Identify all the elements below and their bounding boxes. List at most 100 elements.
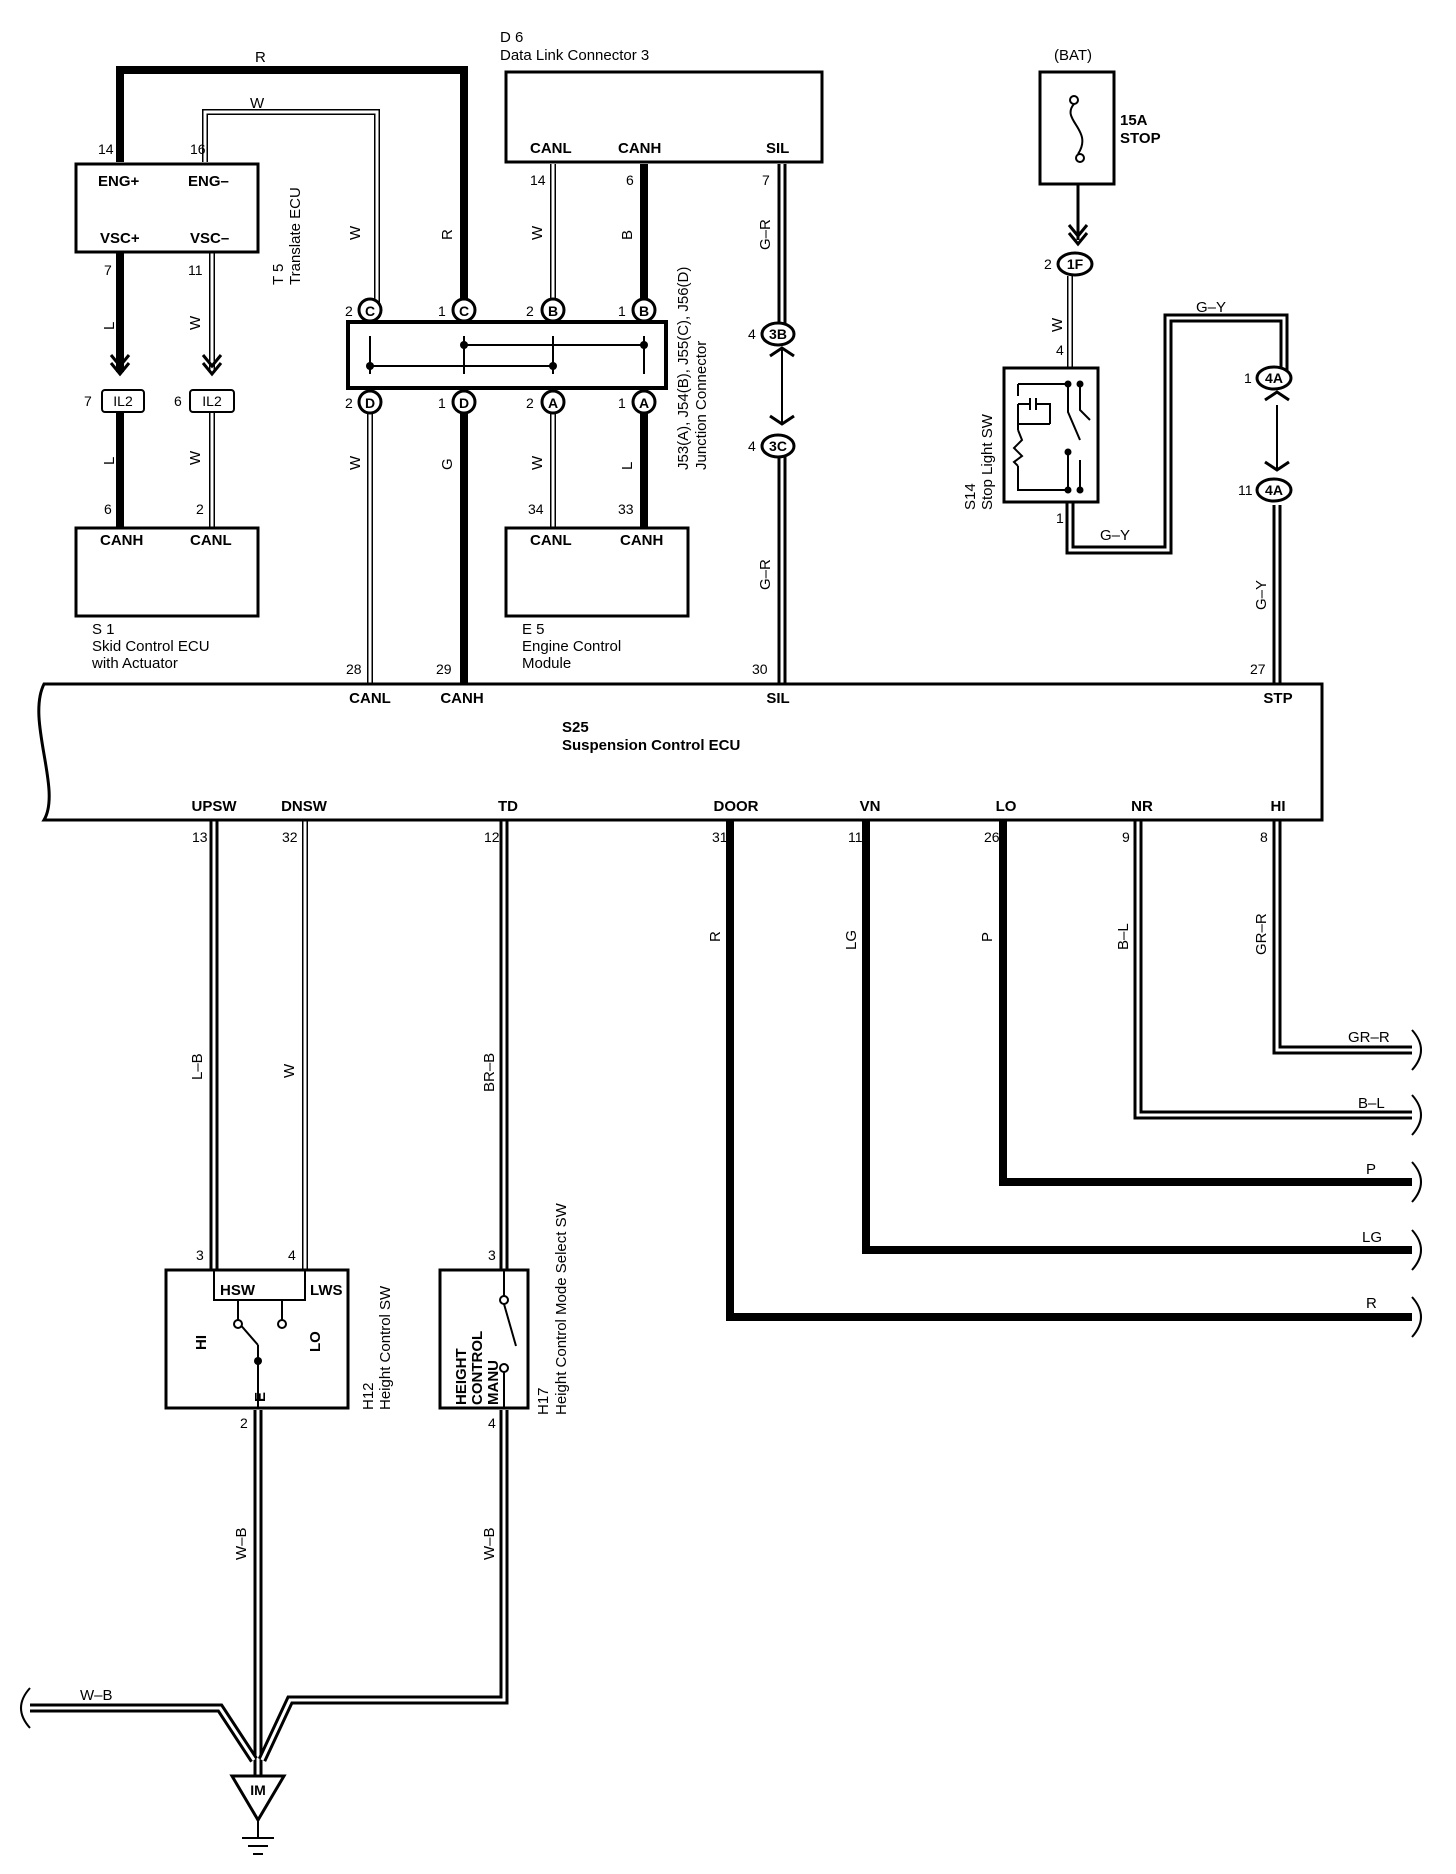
- pin-label: CANL: [349, 690, 391, 707]
- wire-label: L–B: [189, 1053, 206, 1080]
- connector-label: 1F: [1067, 256, 1084, 272]
- engine-control-module: CANL CANH 34 33 E 5 Engine Control Modul…: [504, 501, 690, 672]
- pin-num: 2: [240, 1415, 248, 1431]
- wire-grr-hi: [1272, 820, 1412, 1055]
- pin-num: 11: [188, 262, 203, 278]
- stop-fuse: (BAT) 15A STOP 1F 2: [1038, 47, 1161, 277]
- sil-connectors: 3B 4 3C 4: [748, 321, 796, 459]
- pin-label: NR: [1131, 798, 1153, 815]
- connector-label: 3B: [769, 326, 787, 342]
- component-name: Skid Control ECU: [92, 638, 210, 655]
- pin-canl: CANL: [190, 532, 232, 549]
- pin-num: 6: [626, 172, 634, 188]
- data-link-connector: D 6 Data Link Connector 3 CANL CANH SIL …: [500, 29, 824, 188]
- pin-label: UPSW: [192, 798, 238, 815]
- pin-num: 4: [748, 326, 756, 342]
- component-id: S 1: [92, 621, 115, 638]
- ground-point: IM: [229, 1774, 287, 1855]
- switch-symbol-icon: [503, 1270, 517, 1408]
- wire-label: BR–B: [481, 1053, 498, 1092]
- pin-num: 14: [530, 172, 546, 188]
- pin-label: SIL: [766, 690, 789, 707]
- wire-r-top: [116, 66, 468, 318]
- component-id: T 5: [270, 264, 287, 285]
- fuse-rating: 15A: [1120, 112, 1148, 129]
- connector-label: 3C: [769, 438, 787, 454]
- pin-tag: B: [548, 303, 558, 319]
- pin-label: TD: [498, 798, 518, 815]
- ground-icon: [242, 1820, 274, 1855]
- il2-connectors: IL2 7 IL2 6: [84, 353, 235, 413]
- wire-label: G–R: [757, 559, 774, 590]
- stop-light-switch: 4 1 S14 Stop Light SW: [962, 342, 1100, 526]
- component-name: Translate ECU: [287, 187, 304, 285]
- wire-label: L: [101, 457, 118, 465]
- pin-num: 2: [345, 303, 353, 319]
- label-control: CONTROL: [469, 1331, 486, 1405]
- pin-num: 9: [1122, 829, 1130, 845]
- pin-num: 33: [618, 501, 634, 517]
- pin-canl: CANL: [530, 140, 572, 157]
- pin-canh: CANH: [620, 532, 663, 549]
- wire-label: W–B: [233, 1527, 250, 1560]
- wire-label: W–B: [481, 1527, 498, 1560]
- wire-label: GR–R: [1253, 913, 1270, 955]
- component-name: Junction Connector: [693, 341, 710, 470]
- wire-label: P: [979, 932, 996, 942]
- wire-label: W–B: [80, 1687, 113, 1704]
- pin-num: 1: [618, 395, 626, 411]
- label-height: HEIGHT: [453, 1348, 470, 1405]
- wire-end-marks: [20, 1029, 1422, 1729]
- power-source: (BAT): [1054, 47, 1092, 64]
- component-id: H17: [535, 1387, 552, 1415]
- pin-vsc-minus: VSC–: [190, 230, 229, 247]
- pin-num: 4: [748, 438, 756, 454]
- wire-lg-vn: [862, 820, 1412, 1254]
- label-hi: HI: [193, 1335, 210, 1350]
- component-id: H12: [360, 1382, 377, 1410]
- pin-num: 3: [196, 1247, 204, 1263]
- wire-bl-nr: [1133, 820, 1412, 1120]
- wire-label: G–Y: [1196, 299, 1226, 316]
- pin-num: 2: [526, 303, 534, 319]
- wire-label: R: [255, 49, 266, 66]
- wire-label: R: [439, 229, 456, 240]
- fuse-icon: [1069, 103, 1084, 155]
- wire-label: G: [439, 458, 456, 470]
- connector-label: 4A: [1265, 370, 1283, 386]
- height-control-switch: HSW LWS HI LO E 3 4 2 H12 Height Control…: [164, 1247, 394, 1431]
- pin-num: 32: [282, 829, 298, 845]
- wire-label: W: [347, 225, 364, 240]
- pin-num: 1: [618, 303, 626, 319]
- wire-w-top: [202, 109, 380, 318]
- wire-label: G–Y: [1253, 580, 1270, 610]
- wires: [30, 66, 1412, 1775]
- component-id: D 6: [500, 29, 523, 46]
- component-name: Stop Light SW: [979, 413, 996, 510]
- pin-num: 26: [984, 829, 1000, 845]
- label-lws: LWS: [310, 1282, 343, 1299]
- pin-num: 2: [526, 395, 534, 411]
- junction-connector: C 2 C 1 B 2 B 1 D 2 D 1 A 2 A 1 J53(A), …: [345, 267, 710, 470]
- wire-label: W: [281, 1063, 298, 1078]
- pin-num: 11: [1238, 482, 1253, 498]
- component-name: Height Control Mode Select SW: [553, 1202, 570, 1415]
- wire-label: W: [187, 315, 204, 330]
- pin-eng-plus: ENG+: [98, 173, 140, 190]
- wire-label: GR–R: [1348, 1029, 1390, 1046]
- component-name: with Actuator: [91, 655, 178, 672]
- ground-label: IM: [250, 1782, 266, 1798]
- wire-gy-s14: [1065, 313, 1289, 555]
- pin-tag: C: [365, 303, 375, 319]
- wire-p-lo: [999, 820, 1412, 1186]
- label-manu: MANU: [485, 1360, 502, 1405]
- pin-num: 6: [174, 393, 182, 409]
- pin-label: LO: [996, 798, 1017, 815]
- pin-num: 13: [192, 829, 208, 845]
- skid-control-ecu: CANH CANL 6 2 S 1 Skid Control ECU with …: [74, 501, 260, 672]
- label-hsw: HSW: [220, 1282, 256, 1299]
- pin-num: 4: [288, 1247, 296, 1263]
- wire-label: B–L: [1358, 1095, 1385, 1112]
- wire-wb-h17: [257, 1410, 509, 1762]
- wire-label: R: [707, 931, 724, 942]
